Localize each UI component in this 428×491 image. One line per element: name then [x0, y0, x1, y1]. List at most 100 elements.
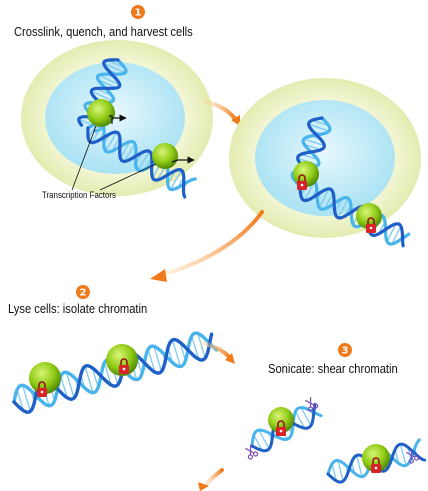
scissors-handle	[247, 454, 254, 460]
lock-keyhole	[122, 367, 126, 371]
base-pair	[300, 407, 312, 426]
step-2: 2 Lyse cells: isolate chromatin	[8, 285, 147, 316]
crosslink-lock-icon	[371, 457, 381, 473]
step-2-badge	[76, 285, 90, 299]
base-pair	[103, 62, 126, 74]
base-pair	[197, 333, 206, 359]
step-2-number: 2	[80, 288, 87, 299]
base-pair	[78, 118, 101, 130]
step-1: 1 Crosslink, quench, and harvest cells	[14, 5, 193, 39]
base-pair	[337, 460, 344, 482]
base-pair	[153, 346, 163, 372]
lock-shackle	[120, 358, 128, 365]
process-arrowhead	[225, 353, 235, 364]
base-pair	[331, 463, 338, 482]
base-pair	[312, 119, 329, 127]
process-arrowhead	[231, 115, 240, 126]
step-3: 3 Sonicate: shear chromatin	[268, 343, 398, 376]
process-arrowhead	[150, 269, 167, 282]
dna-strand-dark	[86, 126, 187, 199]
transcription-start-arrow	[109, 116, 126, 124]
step-3-number: 3	[342, 346, 349, 357]
base-pair	[84, 366, 94, 393]
lock-keyhole	[279, 429, 283, 433]
base-pair	[294, 411, 306, 429]
scissors-blade	[406, 451, 416, 458]
base-pair	[21, 385, 32, 412]
crosslink-lock-icon	[276, 420, 286, 436]
base-pair	[399, 444, 407, 466]
base-pair	[303, 138, 325, 147]
lock-keyhole	[369, 226, 373, 230]
base-pair	[171, 339, 182, 367]
base-pair	[191, 335, 200, 360]
transcription-factor	[356, 203, 382, 229]
step-3-badge	[338, 343, 352, 357]
scissors-blade	[249, 445, 252, 456]
base-pair	[258, 429, 270, 450]
lock-shackle	[367, 217, 375, 224]
scissors-handle	[252, 451, 259, 457]
process-arrow	[160, 210, 264, 277]
transcription-factor	[268, 407, 294, 433]
transcription-factor	[152, 143, 178, 169]
base-pair	[60, 375, 68, 399]
base-pair	[98, 74, 120, 86]
scissors-blade	[309, 397, 312, 408]
transcription-factor	[29, 362, 61, 394]
crosslink-lock-icon	[37, 381, 47, 397]
base-pair	[105, 131, 118, 152]
lock-keyhole	[40, 390, 44, 394]
scissors-handle	[413, 455, 420, 461]
scissors-icon	[406, 449, 420, 464]
base-pair	[308, 123, 330, 132]
transcription-factor	[87, 99, 115, 127]
crosslink-lock-icon	[366, 217, 376, 233]
base-pair	[355, 455, 363, 477]
lock-shackle	[298, 174, 306, 181]
chromatin	[12, 331, 219, 414]
step-1-label: Crosslink, quench, and harvest cells	[14, 24, 193, 39]
transcription-factors-callout: Transcription Factors	[42, 125, 157, 201]
base-pair	[119, 141, 131, 159]
base-pair	[103, 362, 112, 386]
base-pair	[169, 170, 183, 190]
nucleus	[255, 100, 395, 216]
lock-shackle	[277, 420, 285, 427]
sheared-fragment-1	[245, 397, 323, 460]
base-pair	[301, 153, 318, 161]
base-pair	[391, 225, 402, 245]
sheared-fragment-2	[326, 438, 427, 484]
dna-strand-dark	[298, 184, 405, 248]
dna-strand-light	[86, 121, 197, 192]
base-pair	[98, 79, 117, 89]
base-pair	[304, 143, 321, 151]
lock-keyhole	[374, 466, 378, 470]
scissors-blade	[410, 449, 413, 460]
scissors-blade	[305, 399, 315, 406]
cell-2	[229, 78, 421, 248]
base-pair	[324, 192, 334, 210]
process-arrow	[200, 341, 232, 360]
base-pair	[137, 150, 150, 171]
scissors-handle	[408, 458, 415, 464]
step-1-number: 1	[135, 8, 142, 19]
lock-shackle	[38, 381, 46, 388]
step-2-label: Lyse cells: isolate chromatin	[8, 301, 147, 316]
process-arrow	[202, 99, 238, 122]
base-pair	[16, 389, 25, 411]
dna-strand-light	[250, 406, 323, 448]
base-pair	[337, 198, 349, 219]
crosslink-lock-icon	[119, 358, 129, 374]
base-pair	[123, 143, 136, 162]
base-pair	[90, 90, 114, 102]
process-arrowhead	[198, 482, 209, 491]
scissors-handle	[312, 403, 319, 409]
scissors-blade	[245, 447, 255, 454]
scissors-handle	[307, 406, 314, 412]
base-pair	[253, 434, 263, 451]
transcription-factors-label: Transcription Factors	[42, 190, 116, 201]
process-arrow	[202, 468, 224, 489]
lock-shackle	[372, 457, 380, 464]
base-pair	[318, 188, 330, 208]
